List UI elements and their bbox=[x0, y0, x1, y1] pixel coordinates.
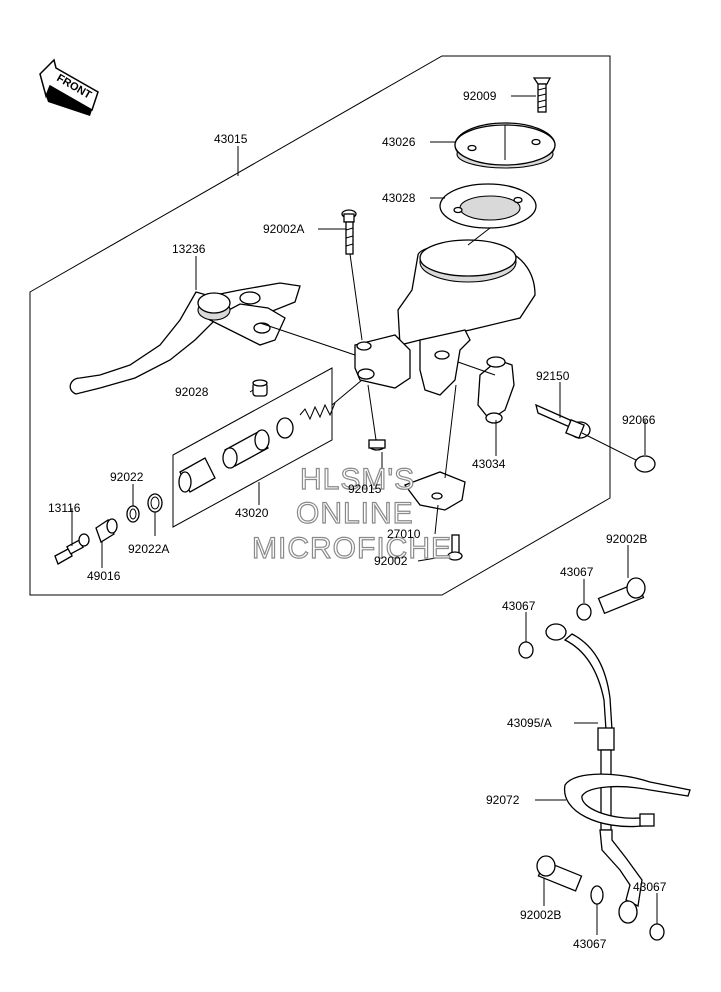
banjo-bolt-92002B-top bbox=[597, 577, 646, 615]
label-92022: 92022 bbox=[110, 470, 144, 484]
label-92009: 92009 bbox=[463, 89, 497, 103]
circlip-92022 bbox=[126, 505, 140, 523]
cap-92066 bbox=[634, 455, 656, 473]
clutch-lever-13236 bbox=[69, 282, 301, 395]
screw-92002 bbox=[447, 534, 463, 561]
screw-92009 bbox=[532, 77, 552, 113]
piston-kit-outline bbox=[172, 367, 333, 528]
label-43067-d: 43067 bbox=[633, 880, 667, 894]
label-92002A: 92002A bbox=[263, 222, 304, 236]
switch-27010 bbox=[403, 471, 466, 511]
label-92022A: 92022A bbox=[128, 542, 169, 556]
washer-43067-d bbox=[649, 923, 665, 941]
hose-clamp-92072 bbox=[564, 773, 691, 828]
part-labels: 43015 92009 43026 43028 92002A 13236 920… bbox=[48, 89, 667, 951]
bolt-92002A bbox=[341, 209, 357, 255]
label-92002B-top: 92002B bbox=[606, 532, 647, 546]
label-43020: 43020 bbox=[235, 506, 269, 520]
label-13236: 13236 bbox=[172, 242, 206, 256]
washer-43067-a bbox=[576, 603, 592, 621]
label-92150: 92150 bbox=[536, 369, 570, 383]
washer-92022A bbox=[147, 493, 163, 513]
label-13116: 13116 bbox=[48, 501, 81, 515]
bleeder-92015 bbox=[368, 439, 386, 451]
label-43067-b: 43067 bbox=[502, 599, 536, 613]
pin-92028 bbox=[252, 379, 268, 397]
bolt-92150 bbox=[535, 403, 591, 439]
clutch-hose-43095A bbox=[545, 623, 643, 924]
banjo-bolt-92002B-bottom bbox=[536, 855, 583, 892]
master-cylinder-body bbox=[354, 239, 536, 396]
washer-43067-c bbox=[590, 885, 604, 905]
label-27010: 27010 bbox=[387, 527, 421, 541]
label-43067-a: 43067 bbox=[560, 565, 594, 579]
label-92066: 92066 bbox=[622, 413, 656, 427]
label-43095A: 43095/A bbox=[507, 716, 552, 730]
watermark-line-3: MICROFICHE bbox=[252, 532, 452, 565]
front-arrow-icon: FRONT bbox=[39, 58, 99, 116]
label-43015: 43015 bbox=[214, 132, 248, 146]
piston-kit-43020 bbox=[178, 402, 336, 493]
label-43034: 43034 bbox=[472, 457, 506, 471]
label-49016: 49016 bbox=[87, 569, 121, 583]
washer-43067-b bbox=[518, 641, 534, 659]
label-92002B-bottom: 92002B bbox=[520, 908, 561, 922]
label-92028: 92028 bbox=[175, 385, 209, 399]
watermark: HLSM'S ONLINE MICROFICHE bbox=[251, 462, 452, 565]
label-92072: 92072 bbox=[486, 793, 520, 807]
label-43026: 43026 bbox=[382, 135, 416, 149]
watermark-line-1: HLSM'S bbox=[300, 463, 415, 496]
collar-49016 bbox=[95, 518, 118, 543]
label-43067-c: 43067 bbox=[573, 937, 607, 951]
label-92015: 92015 bbox=[348, 482, 382, 496]
assembly-outline bbox=[29, 55, 611, 596]
label-43028: 43028 bbox=[382, 191, 416, 205]
diaphragm-43028 bbox=[439, 183, 537, 229]
leader-lines bbox=[71, 95, 658, 935]
watermark-line-2: ONLINE bbox=[296, 497, 414, 530]
clamp-43034 bbox=[477, 356, 515, 424]
label-92002: 92002 bbox=[374, 554, 408, 568]
pushrod-13116 bbox=[54, 533, 90, 565]
